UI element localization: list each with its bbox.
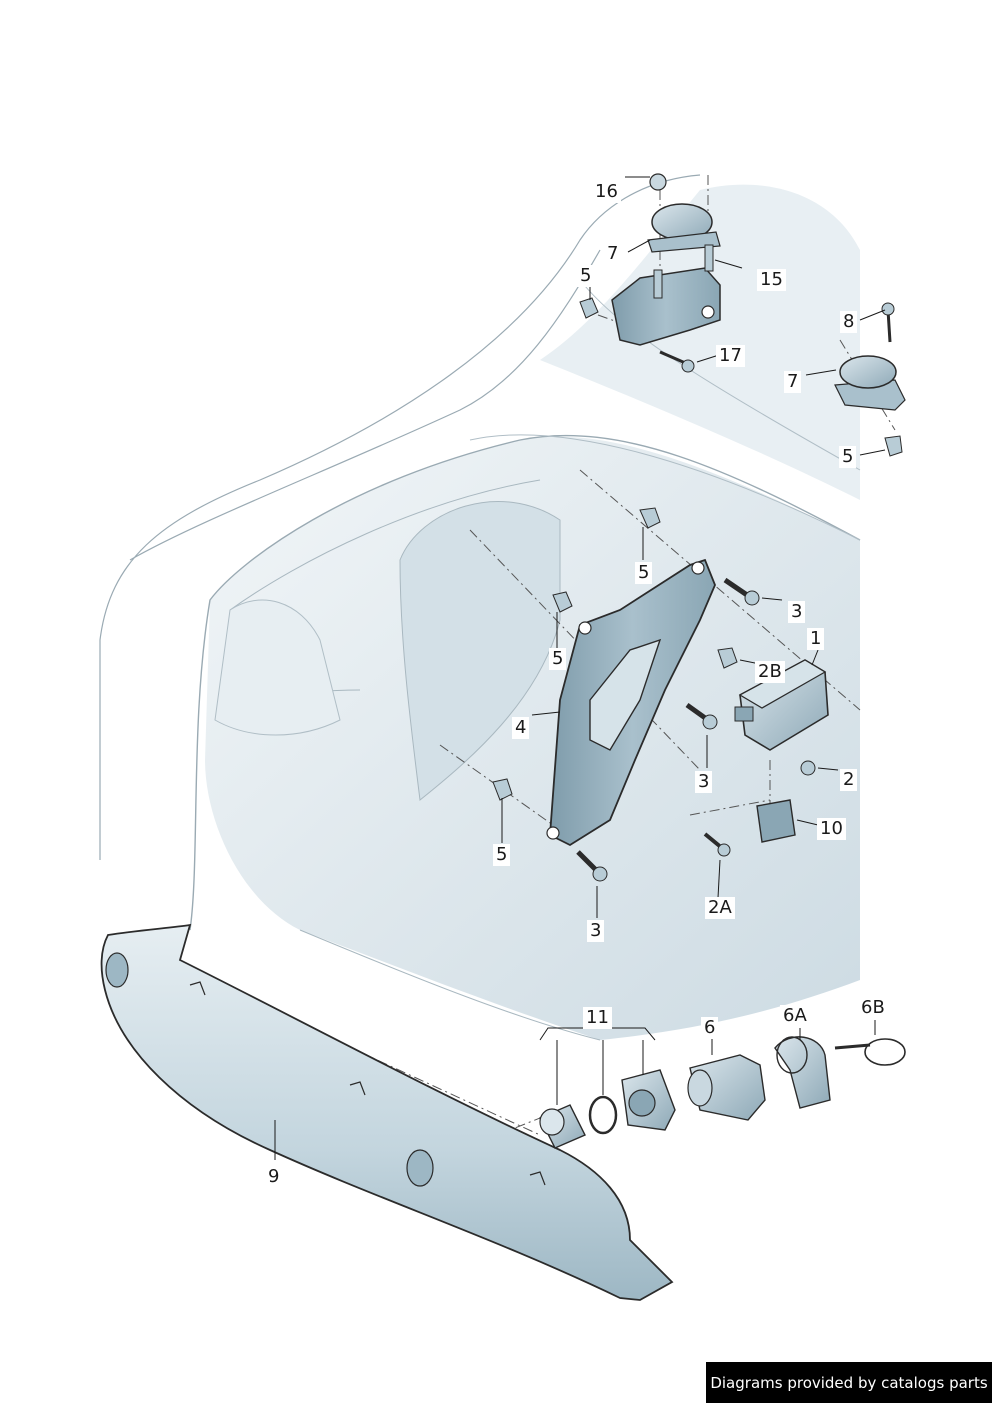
callout-4: 4 <box>512 717 530 739</box>
callout-3-upper: 3 <box>788 601 806 623</box>
callout-7-right: 7 <box>784 371 802 393</box>
callout-5-upper: 5 <box>577 265 595 287</box>
rear-shelf <box>540 184 860 501</box>
clip-parts <box>492 507 738 801</box>
right-speaker-assembly <box>834 302 906 457</box>
callout-2: 2 <box>840 769 858 791</box>
side-panel <box>214 599 341 736</box>
upper-speaker-assembly <box>579 173 721 373</box>
callout-1: 1 <box>807 628 825 650</box>
callout-2A: 2A <box>705 897 735 919</box>
callout-5-left-bracket: 5 <box>549 648 567 670</box>
callout-leaders <box>274 176 886 1160</box>
callout-3-middle: 3 <box>695 771 713 793</box>
callout-3-lower: 3 <box>587 920 605 942</box>
callout-2B: 2B <box>755 661 785 683</box>
body-outer-line <box>99 174 701 860</box>
bumper-cover <box>100 923 674 1301</box>
callout-11: 11 <box>583 1007 612 1029</box>
callout-5-lower: 5 <box>493 844 511 866</box>
trunk-body <box>99 174 861 1041</box>
body-inner-line <box>129 249 601 561</box>
callout-6A: 6A <box>780 1005 810 1027</box>
mounting-bracket <box>546 558 716 847</box>
connector-part <box>756 799 796 843</box>
control-unit <box>734 659 829 751</box>
wheel-arch <box>399 500 561 801</box>
right-speaker <box>839 355 897 389</box>
callout-15: 15 <box>757 269 786 291</box>
sensor-parts <box>539 1036 906 1149</box>
callout-10: 10 <box>817 818 846 840</box>
callout-16: 16 <box>592 181 621 203</box>
screw-parts <box>576 577 816 882</box>
callout-5-top-bracket: 5 <box>635 562 653 584</box>
callout-6: 6 <box>701 1017 719 1039</box>
callout-17: 17 <box>716 345 745 367</box>
callout-9: 9 <box>265 1166 283 1188</box>
credit-footer: Diagrams provided by catalogs parts <box>706 1362 992 1403</box>
callout-7-upper: 7 <box>604 243 622 265</box>
trunk-opening-line <box>189 434 861 931</box>
callout-8: 8 <box>840 311 858 333</box>
callout-5-right: 5 <box>839 446 857 468</box>
callout-6B: 6B <box>858 997 888 1019</box>
